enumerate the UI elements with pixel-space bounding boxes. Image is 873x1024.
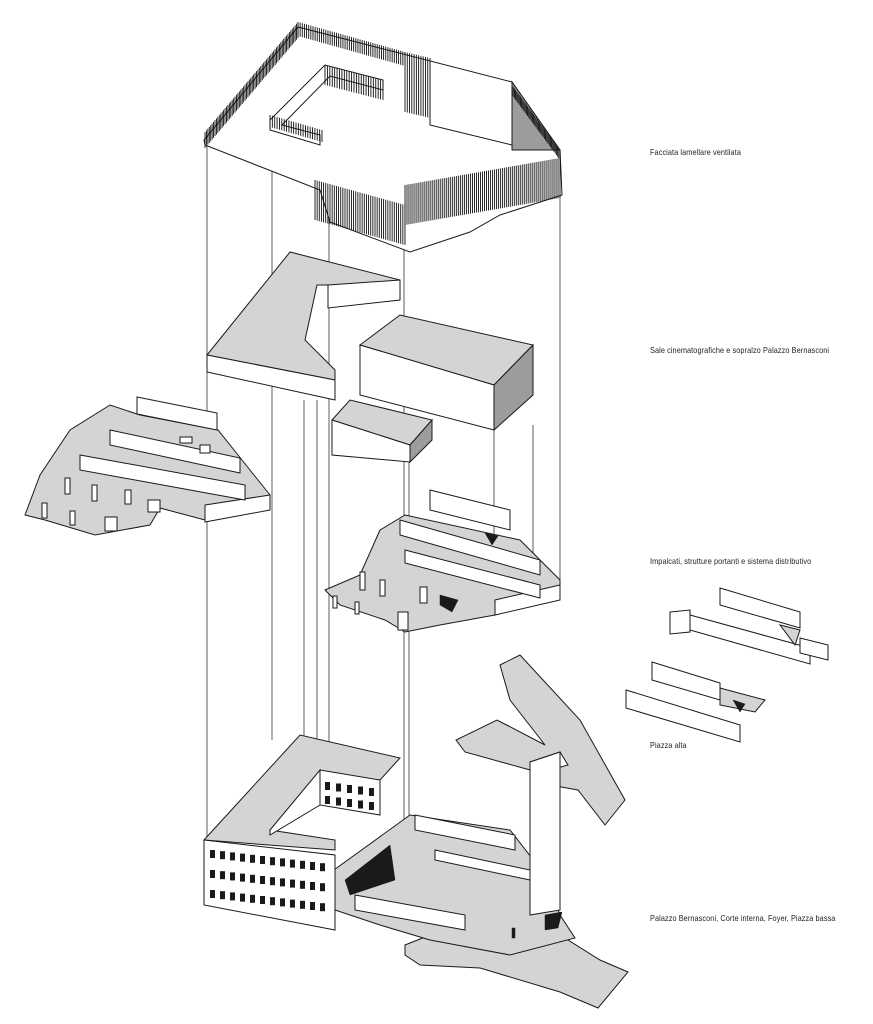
label-ground: Palazzo Bernasconi, Corte interna, Foyer… [650, 913, 836, 923]
cinema-halls-layer [206, 251, 534, 464]
middle-floor-slab [324, 489, 561, 633]
louvre-hatching [204, 22, 561, 245]
structures-elements [625, 587, 829, 743]
label-floors: Impalcati, strutture portanti e sistema … [650, 556, 812, 566]
label-upper-square: Piazza alta [650, 740, 687, 750]
left-floor-slab [24, 396, 271, 536]
label-facade: Facciata lamellare ventilata [650, 147, 741, 157]
label-cinema: Sale cinematografiche e sopralzo Palazzo… [650, 345, 830, 355]
facade-louvre-layer [203, 22, 563, 253]
palazzo-windows [210, 782, 374, 912]
